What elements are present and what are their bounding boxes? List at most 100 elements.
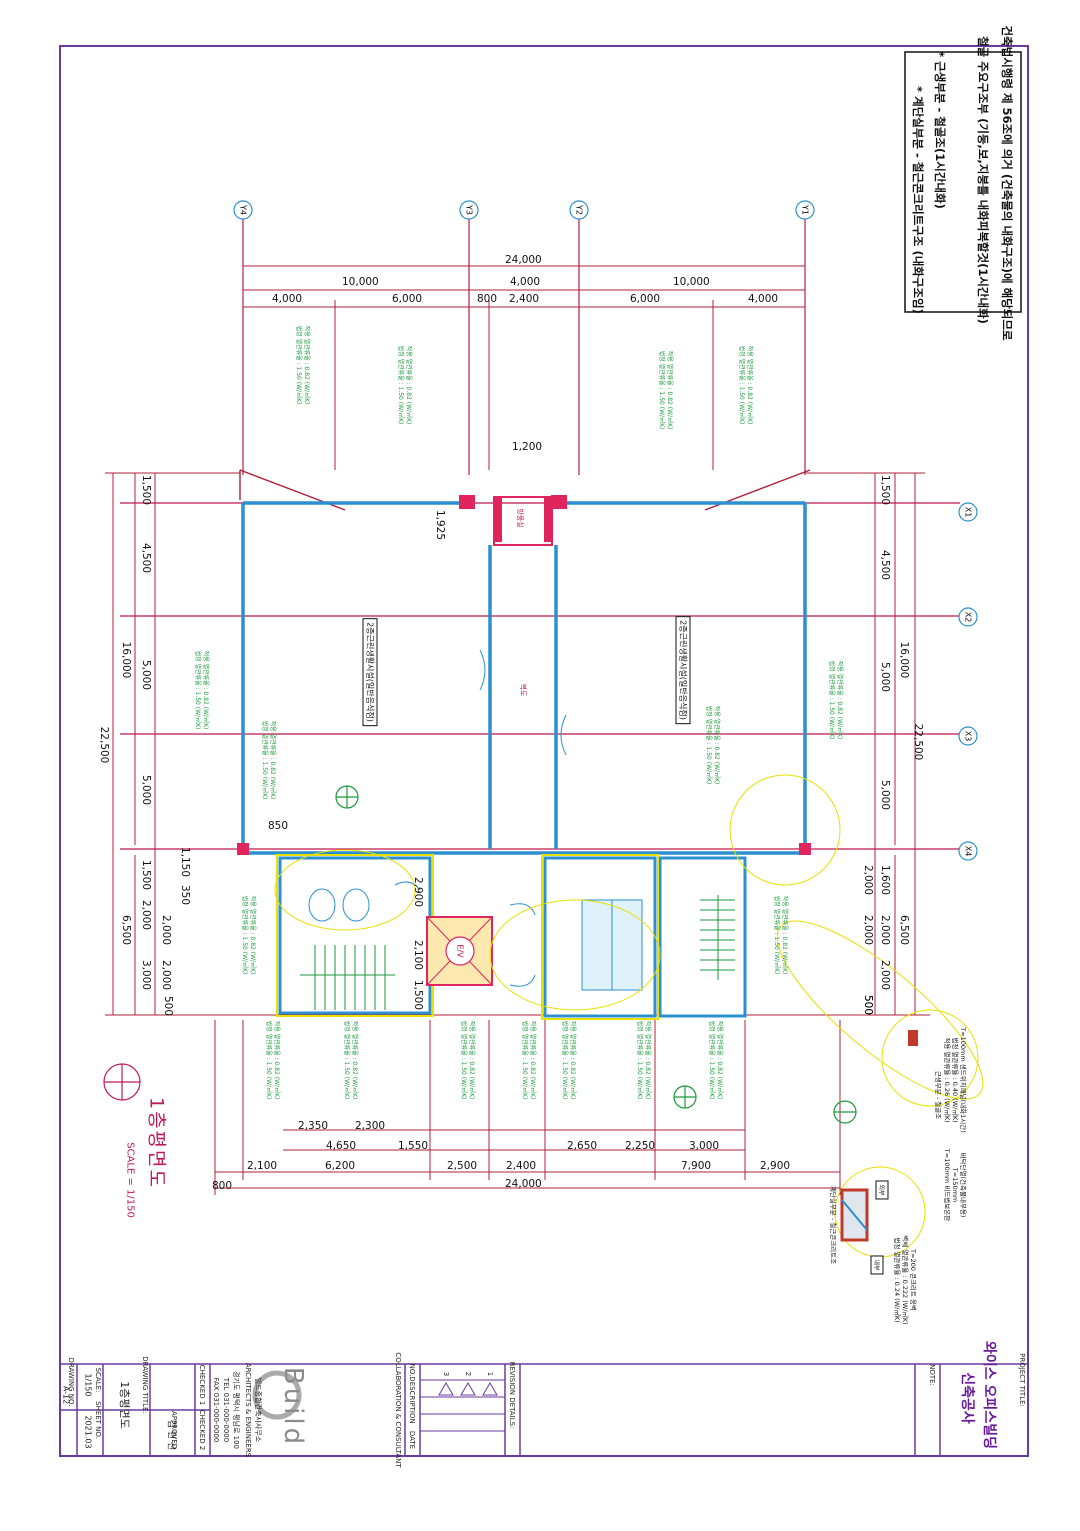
thermal-note-bottom-7: 적용 열관류율 : 0.82 (W/㎡K)법정 열관류율 : 1.50 (W/㎡… <box>707 1021 723 1100</box>
firm-logo-ring <box>252 1370 302 1420</box>
thermal-note-bottom-4: 적용 열관류율 : 0.82 (W/㎡K)법정 열관류율 : 1.50 (W/㎡… <box>520 1021 536 1100</box>
thermal-note-line: 법정 열관류율 : 1.50 (W/㎡K) <box>658 350 665 430</box>
thermal-note-top-1: 적용 열관류율 : 0.82 (W/㎡K)법정 열관류율 : 1.50 (W/㎡… <box>294 326 310 405</box>
thermal-note-line: 법정 열관류율 : 1.50 (W/㎡K) <box>521 1020 528 1100</box>
tb-drawn-by: 김 민 선 <box>165 1419 176 1451</box>
tb-project-title-2: 신축공사 <box>959 1372 975 1424</box>
thermal-note-bottom-3: 적용 열관류율 : 0.82 (W/㎡K)법정 열관류율 : 1.50 (W/㎡… <box>459 1021 475 1100</box>
thermal-note-line: 적용 열관류율 : 0.82 (W/㎡K) <box>713 705 720 785</box>
grid-label-x1: X1 <box>963 506 973 518</box>
dim-top-door: 1,200 <box>512 441 543 453</box>
dim-bottom-r1-3: 2,650 <box>567 1140 598 1152</box>
dim-left-inner-4: 2,000 <box>160 959 172 991</box>
dim-bottom-r1-1: 2,350 <box>298 1120 329 1132</box>
grid-label-y2: Y2 <box>574 205 584 215</box>
title-block-lines <box>60 1363 1028 1456</box>
dim-top-left-group: 10,000 <box>342 276 379 288</box>
lobby-frame <box>493 496 553 546</box>
dim-core-1: 2,900 <box>412 876 424 908</box>
dim-left-inner-1: 1,150 <box>179 846 191 878</box>
dim-right-lower: 6,500 <box>898 914 910 946</box>
drawing-scale: SCALE = 1/150 <box>124 1142 136 1218</box>
dim-top-total: 24,000 <box>505 254 542 266</box>
door-swings <box>394 649 567 987</box>
dim-core-5: 500 <box>862 994 874 1016</box>
dim-bottom-r3-4: 2,500 <box>447 1160 478 1172</box>
dim-right-inner-2: 2,000 <box>862 914 874 946</box>
thermal-note-right-1: 적용 열관류율 : 0.82 (W/㎡K)법정 열관류율 : 1.50 (W/㎡… <box>704 706 720 785</box>
dim-left-seg-4: 5,000 <box>140 774 152 806</box>
thermal-note-line: 법정 열관류율 : 1.50 (W/㎡K) <box>738 345 745 425</box>
dim-left-seg-1: 1,500 <box>140 474 152 506</box>
dim-top-seg-1: 4,000 <box>272 293 303 305</box>
dim-right-seg-4: 5,000 <box>879 779 891 811</box>
dim-top-seg-2: 6,000 <box>392 293 423 305</box>
tb-scale-label: SCALE: <box>94 1367 102 1393</box>
tb-drawing-title-label: DRAWING TITLE: <box>141 1356 149 1414</box>
tb-rev-date: DATE <box>408 1430 416 1450</box>
thermal-note-line: 법정 열관류율 : 1.50 (W/㎡K) <box>241 895 248 975</box>
thermal-note-line: 법정 열관류율 : 1.50 (W/㎡K) <box>773 895 780 975</box>
note-line-3: * 근생부분 - 철골조(1시간내화) <box>933 51 947 209</box>
grid-label-y1: Y1 <box>800 205 810 215</box>
grid-bubble-y2 <box>569 200 589 220</box>
thermal-note-line: 적용 열관류율 : 0.82 (W/㎡K) <box>303 325 310 405</box>
dim-core-3: 1,500 <box>412 979 424 1011</box>
legend-e-line: 벽체 열관류율 : 0.222 (W/㎡K) <box>901 1235 909 1325</box>
grid-label-x4: X4 <box>963 845 973 857</box>
dim-bottom-r2-1: 4,650 <box>326 1140 357 1152</box>
thermal-note-right-2: 적용 열관류율 : 0.82 (W/㎡K)법정 열관류율 : 1.50 (W/㎡… <box>827 661 843 740</box>
tb-scale: 1/150 <box>83 1373 93 1397</box>
thermal-note-line: 적용 열관류율 : 0.82 (W/㎡K) <box>529 1020 536 1100</box>
legend-c-line: 바닥단열(건축물내부용) <box>959 1152 967 1218</box>
dim-left-lower-3: 3,000 <box>140 959 152 991</box>
dim-left-small-2: 850 <box>268 820 289 832</box>
tb-drawing-title: 1층평면도 <box>118 1381 131 1429</box>
dim-left-small-1: 1,925 <box>434 509 446 541</box>
legend-c-line: T=100mm 비드법보온판 <box>943 1148 951 1222</box>
grid-label-y3: Y3 <box>464 205 474 215</box>
thermal-note-line: 법정 열관류율 : 1.50 (W/㎡K) <box>561 1020 568 1100</box>
grid-bubble-x2 <box>958 607 978 627</box>
thermal-note-top-4: 적용 열관류율 : 0.82 (W/㎡K)법정 열관류율 : 1.50 (W/㎡… <box>737 346 753 425</box>
thermal-note-left-2: 적용 열관류율 : 0.82 (W/㎡K)법정 열관류율 : 1.50 (W/㎡… <box>260 721 276 800</box>
thermal-note-bottom-2: 적용 열관류율 : 0.82 (W/㎡K)법정 열관류율 : 1.50 (W/㎡… <box>342 1021 358 1100</box>
legend-d: 계단실부분 - 철근콘크리트조 <box>829 1186 837 1264</box>
thermal-note-line: 적용 열관류율 : 0.82 (W/㎡K) <box>273 1020 280 1100</box>
grid-label-x3: X3 <box>963 730 973 742</box>
stairs-left <box>300 945 395 1010</box>
legend-a-line: 적용 열관류율 : 0.26 (W/㎡K) <box>943 1037 951 1123</box>
thermal-note-line: 법정 열관류율 : 1.50 (W/㎡K) <box>708 1020 715 1100</box>
room-label-corridor: 복도 <box>519 683 527 697</box>
tb-rev-desc: DESCRIPTION <box>408 1376 416 1424</box>
thermal-note-line: 법정 열관류율 : 1.50 (W/㎡K) <box>295 325 302 405</box>
dim-bottom-r1-5: 3,000 <box>689 1140 720 1152</box>
dim-bottom-r2-2: 1,550 <box>398 1140 429 1152</box>
drawing-title: 1층평면도 <box>145 1096 168 1190</box>
north-arrow <box>103 1063 141 1101</box>
dim-bottom-r3-2: 2,100 <box>247 1160 278 1172</box>
thermal-note-line: 적용 열관류율 : 0.82 (W/㎡K) <box>716 1020 723 1100</box>
dim-bottom-r1-4: 2,250 <box>625 1140 656 1152</box>
dim-right-total: 22,500 <box>912 723 924 761</box>
dim-left-total: 22,500 <box>98 726 110 764</box>
dim-core-2: 2,100 <box>412 939 424 971</box>
tb-sheet-date: 2021.03 <box>83 1415 93 1449</box>
thermal-note-line: 법정 열관류율 : 1.50 (W/㎡K) <box>397 345 404 425</box>
legend-c-line: T=150mm <box>951 1167 959 1203</box>
grid-label-y4: Y4 <box>238 205 248 215</box>
dim-left-seg-3: 5,000 <box>140 659 152 691</box>
legend-a-line: T=100mm 샌드위치패널(내화1시간) <box>959 1027 967 1133</box>
tb-rev-no: NO. <box>408 1363 416 1377</box>
thermal-note-top-3: 적용 열관류율 : 0.82 (W/㎡K)법정 열관류율 : 1.50 (W/㎡… <box>657 351 673 430</box>
tb-project-title-1: 와이스 오피스빌딩 <box>981 1341 997 1449</box>
thermal-note-bottom-6: 적용 열관류율 : 0.82 (W/㎡K)법정 열관류율 : 1.50 (W/㎡… <box>635 1021 651 1100</box>
grid-bubble-x4 <box>958 841 978 861</box>
grid-bubble-x1 <box>958 502 978 522</box>
tb-note-label: NOTE: <box>928 1364 936 1386</box>
dim-left-lower: 6,500 <box>120 914 132 946</box>
tb-address: 경기도 평택시 평남로 100 <box>232 1371 240 1449</box>
tb-checked-1: CHECKED 1 <box>198 1364 206 1406</box>
